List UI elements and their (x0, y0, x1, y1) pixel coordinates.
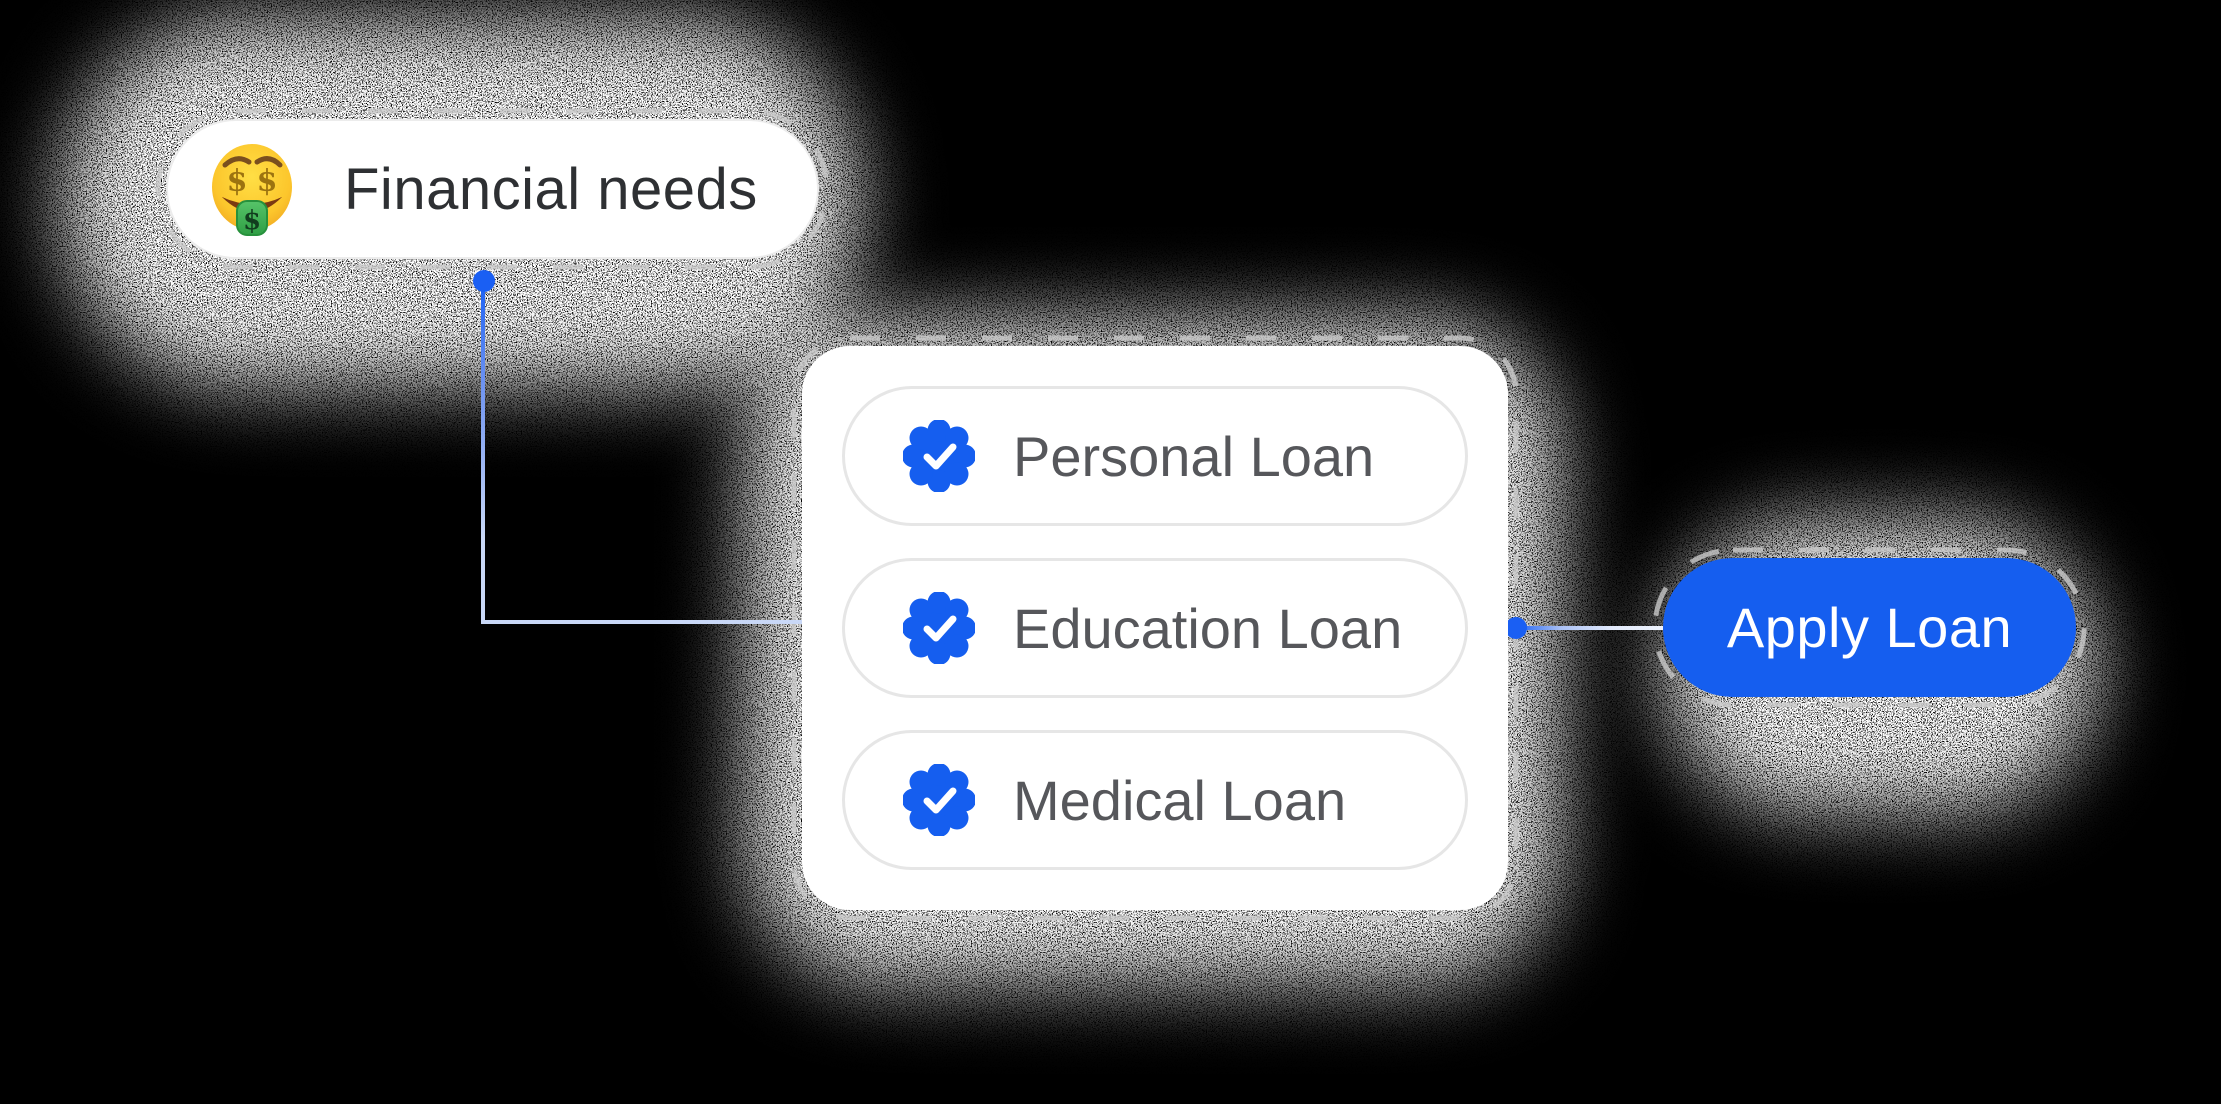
loan-option-label: Education Loan (1013, 596, 1403, 660)
verified-badge-icon (903, 764, 975, 836)
connector-dot-card (1505, 617, 1527, 639)
financial-needs-label: Financial needs (344, 156, 758, 222)
loan-option-label: Personal Loan (1013, 424, 1375, 488)
svg-text:$: $ (257, 164, 278, 199)
connector-line-vertical (481, 281, 485, 624)
verified-badge-icon (903, 420, 975, 492)
loan-option-medical[interactable]: Medical Loan (842, 730, 1468, 870)
svg-text:$: $ (227, 164, 248, 199)
svg-text:$: $ (243, 206, 261, 236)
connector-line-to-button (1516, 626, 1663, 630)
connector-dot-pill (473, 270, 495, 292)
loan-options-card: Personal Loan Education Loan (802, 346, 1508, 910)
connector-line-horizontal (481, 620, 806, 624)
apply-loan-button[interactable]: Apply Loan (1663, 558, 2076, 697)
apply-loan-label: Apply Loan (1726, 596, 2013, 659)
loan-option-education[interactable]: Education Loan (842, 558, 1468, 698)
loan-option-label: Medical Loan (1013, 768, 1347, 832)
loan-option-personal[interactable]: Personal Loan (842, 386, 1468, 526)
verified-badge-icon (903, 592, 975, 664)
money-mouth-emoji-icon: $ $ $ (212, 144, 292, 236)
financial-needs-pill: $ $ $ Financial needs (166, 119, 819, 259)
